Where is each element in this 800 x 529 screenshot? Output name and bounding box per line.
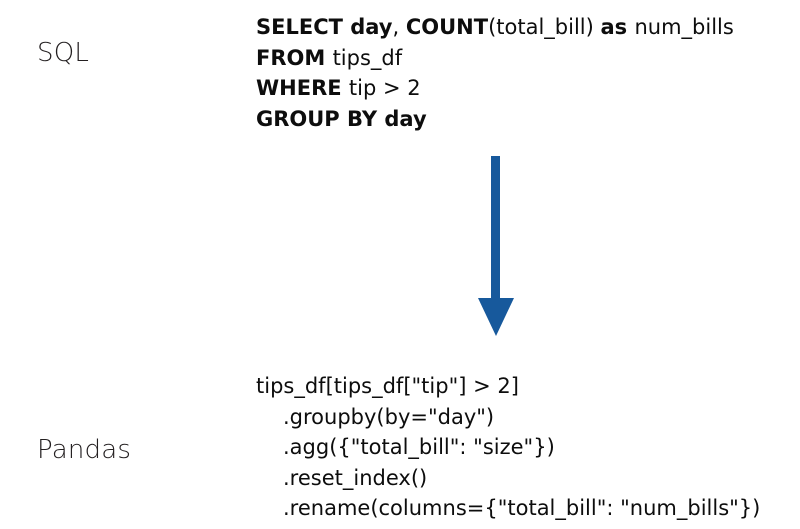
sql-keyword: COUNT <box>405 15 489 39</box>
sql-identifier: tips_df <box>332 45 403 70</box>
pandas-code-block: tips_df[tips_df["tip"] > 2] .groupby(by=… <box>256 371 760 524</box>
sql-line: SELECT day, COUNT(total_bill) as num_bil… <box>256 12 734 43</box>
sql-keyword: FROM <box>256 45 333 70</box>
pandas-line: .rename(columns={"total_bill": "num_bill… <box>283 496 761 520</box>
sql-keyword: GROUP BY day <box>256 106 427 131</box>
down-arrow-icon <box>470 156 522 336</box>
pandas-line: .groupby(by="day") <box>283 404 495 429</box>
pandas-line: .reset_index() <box>283 465 428 490</box>
sql-identifier: tip > 2 <box>348 76 421 100</box>
sql-query-block: SELECT day, COUNT(total_bill) as num_bil… <box>256 12 734 134</box>
sql-line: WHERE tip > 2 <box>256 73 734 104</box>
sql-identifier: , <box>392 15 406 39</box>
sql-keyword: WHERE <box>256 76 349 100</box>
sql-line: GROUP BY day <box>256 104 734 135</box>
sql-keyword: SELECT <box>256 15 351 39</box>
sql-keyword: day <box>350 15 393 39</box>
sql-line: FROM tips_df <box>256 43 734 74</box>
pandas-line: tips_df[tips_df["tip"] > 2] <box>256 374 519 398</box>
sql-row-label: SQL <box>37 38 90 68</box>
sql-identifier: (total_bill) <box>488 15 601 39</box>
pandas-line: .agg({"total_bill": "size"}) <box>283 435 555 459</box>
sql-identifier: num_bills <box>634 15 734 39</box>
pandas-row-label: Pandas <box>37 435 132 465</box>
sql-keyword: as <box>600 15 635 39</box>
